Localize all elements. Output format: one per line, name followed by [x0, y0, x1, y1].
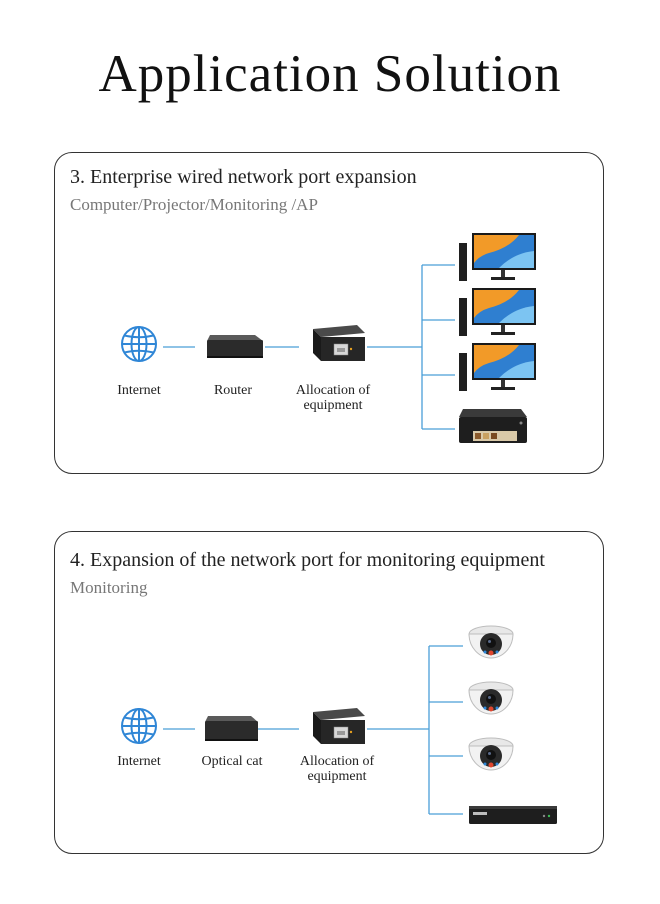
desktop-computer-icon — [459, 233, 536, 281]
page-title: Application Solution — [98, 45, 562, 103]
dome-camera-icon — [468, 625, 514, 659]
router-icon — [207, 335, 263, 358]
panel-title: 3. Enterprise wired network port expansi… — [70, 166, 417, 188]
node-label-internet: Internet — [117, 383, 161, 398]
nvr-recorder-icon — [469, 806, 557, 824]
panel-subtitle: Monitoring — [70, 578, 148, 597]
desktop-computer-icon — [459, 288, 536, 336]
optical-modem-icon — [205, 716, 258, 741]
panel-title: 4. Expansion of the network port for mon… — [70, 549, 545, 571]
node-label-internet: Internet — [117, 754, 161, 769]
network-splitter-icon — [313, 708, 365, 744]
node-label-optical-cat: Optical cat — [201, 754, 263, 769]
network-splitter-icon — [313, 325, 365, 361]
dome-camera-icon — [468, 737, 514, 771]
dome-camera-icon — [468, 681, 514, 715]
node-label-router: Router — [213, 383, 253, 398]
globe-icon — [121, 708, 157, 744]
node-label-allocation: Allocation of equipment — [295, 383, 371, 413]
globe-icon — [121, 326, 157, 362]
connector-lines — [163, 645, 463, 815]
network-diagram — [121, 625, 557, 824]
diagram-panel-enterprise: 3. Enterprise wired network port expansi… — [54, 152, 604, 474]
diagram-panel-monitoring: 4. Expansion of the network port for mon… — [54, 531, 604, 854]
node-label-allocation: Allocation of equipment — [299, 754, 375, 784]
network-diagram — [121, 233, 536, 443]
printer-icon — [459, 409, 527, 443]
panel-subtitle: Computer/Projector/Monitoring /AP — [70, 195, 318, 214]
connector-lines — [163, 264, 455, 430]
desktop-computer-icon — [459, 343, 536, 391]
